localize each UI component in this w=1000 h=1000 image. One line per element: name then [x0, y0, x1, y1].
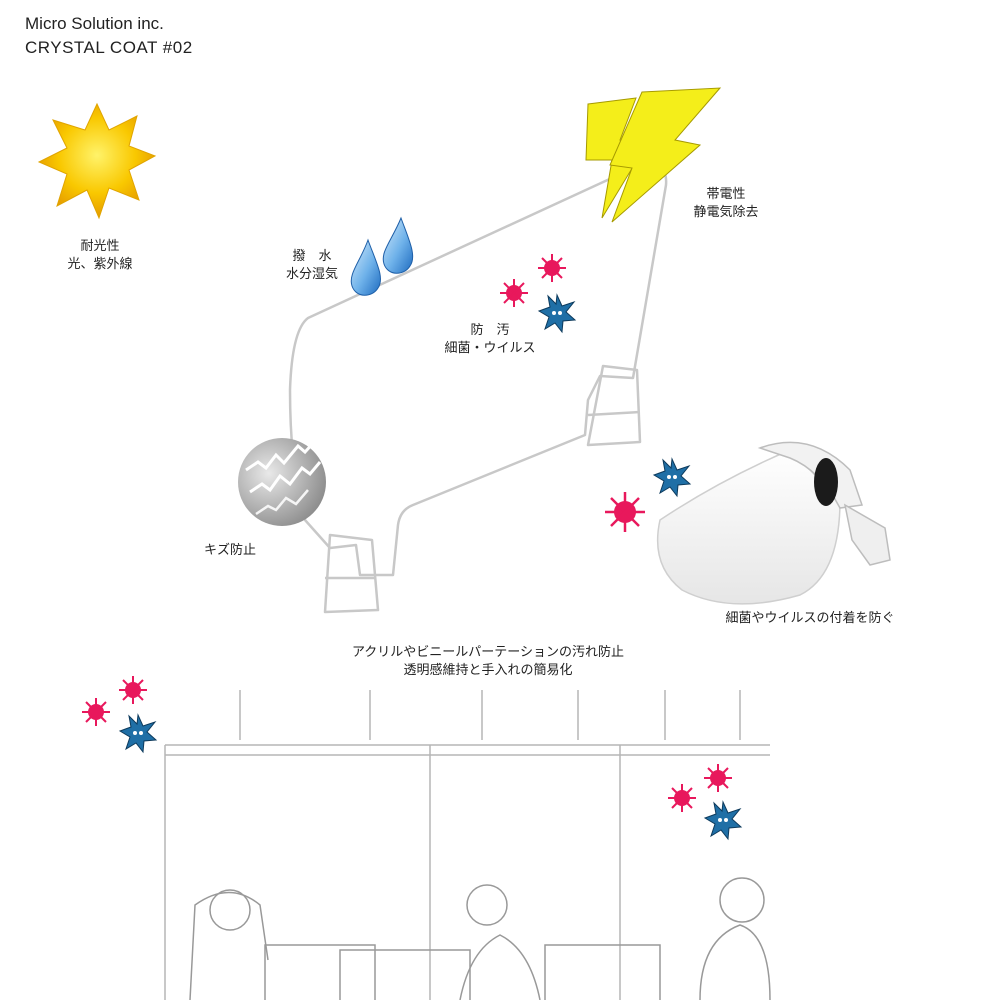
scratch-icon — [238, 438, 326, 526]
static-label-line1: 帯電性 — [706, 187, 746, 202]
water-drop-icon — [350, 216, 414, 296]
partition-caption: アクリルやビニールパーテーションの汚れ防止 透明感維持と手入れの簡易化 — [288, 644, 688, 680]
antifouling-label-line2: 細菌・ウイルス — [444, 341, 536, 356]
lightning-icon — [585, 87, 722, 223]
scratch-label: キズ防止 — [203, 543, 256, 558]
uv-label-line2: 光、紫外線 — [67, 257, 133, 272]
face-shield-label: 細菌やウイルスの付着を防ぐ — [725, 611, 895, 626]
uv-label-line1: 耐光性 — [80, 239, 120, 254]
face-shield-icon — [656, 441, 891, 605]
caption-line2: 透明感維持と手入れの簡易化 — [403, 663, 573, 678]
product-name: CRYSTAL COAT #02 — [25, 38, 193, 57]
water-label: 撥 水 水分湿気 — [272, 248, 352, 284]
uv-label: 耐光性 光、紫外線 — [60, 238, 140, 274]
static-label: 帯電性 静電気除去 — [680, 186, 772, 222]
acrylic-partition — [288, 162, 668, 614]
caption-line1: アクリルやビニールパーテーションの汚れ防止 — [351, 645, 625, 660]
static-label-line2: 静電気除去 — [693, 205, 759, 220]
antifouling-label-line1: 防 汚 — [470, 323, 510, 338]
virus-blue-icon — [118, 293, 743, 841]
antifouling-label: 防 汚 細菌・ウイルス — [430, 322, 550, 358]
sun-icon — [37, 102, 157, 220]
water-label-line2: 水分湿気 — [285, 267, 338, 282]
brand-block: Micro Solution inc. CRYSTAL COAT #02 — [25, 12, 193, 60]
water-label-line1: 撥 水 — [292, 249, 332, 264]
office-partition-scene — [164, 690, 771, 1000]
company-name: Micro Solution inc. — [25, 14, 164, 33]
virus-pink-icon — [82, 254, 732, 812]
